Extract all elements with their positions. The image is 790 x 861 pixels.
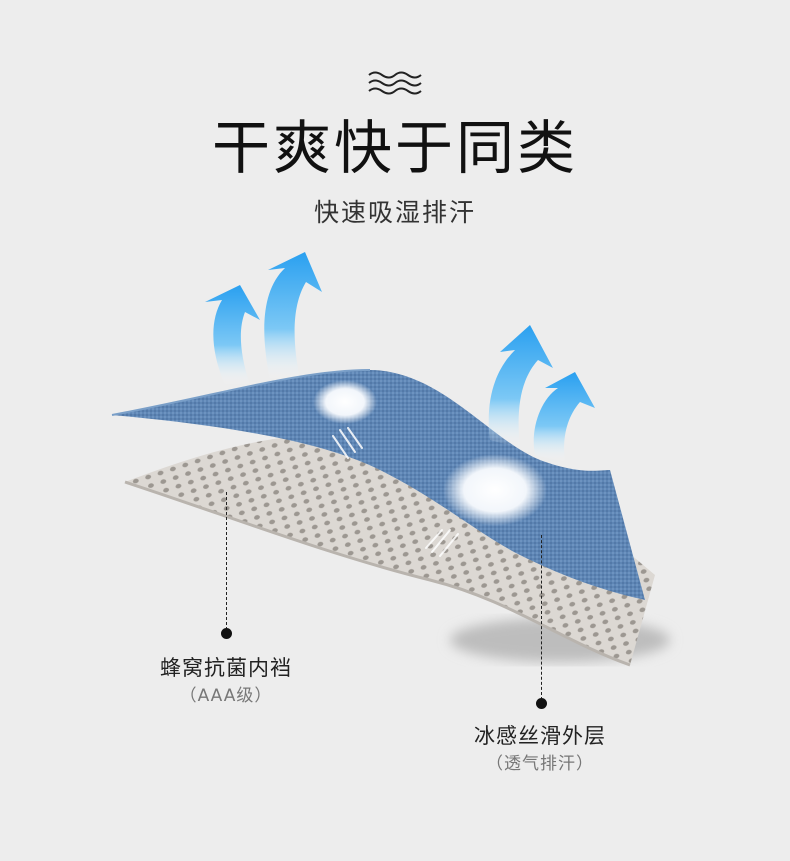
outer-callout-dot xyxy=(536,698,547,709)
fabric-layers-illustration xyxy=(111,252,670,667)
moisture-droplets-icon xyxy=(332,427,459,557)
inner-layer-sublabel: （AAA级） xyxy=(179,686,273,706)
moisture-cloud-icon xyxy=(313,380,547,526)
inner-callout-line xyxy=(226,492,227,630)
page-title: 干爽快于同类 xyxy=(211,114,578,182)
outer-callout-line xyxy=(541,535,542,700)
outer-fabric-layer xyxy=(112,370,645,600)
outer-layer-label: 冰感丝滑外层 xyxy=(474,724,606,748)
page-subtitle: 快速吸湿排汗 xyxy=(313,198,476,227)
inner-callout-dot xyxy=(221,628,232,639)
wave-icon xyxy=(368,71,422,95)
up-arrow-icon xyxy=(205,252,595,462)
inner-layer-label: 蜂窝抗菌内裆 xyxy=(160,656,292,680)
outer-layer-sublabel: （透气排汗） xyxy=(486,754,594,774)
